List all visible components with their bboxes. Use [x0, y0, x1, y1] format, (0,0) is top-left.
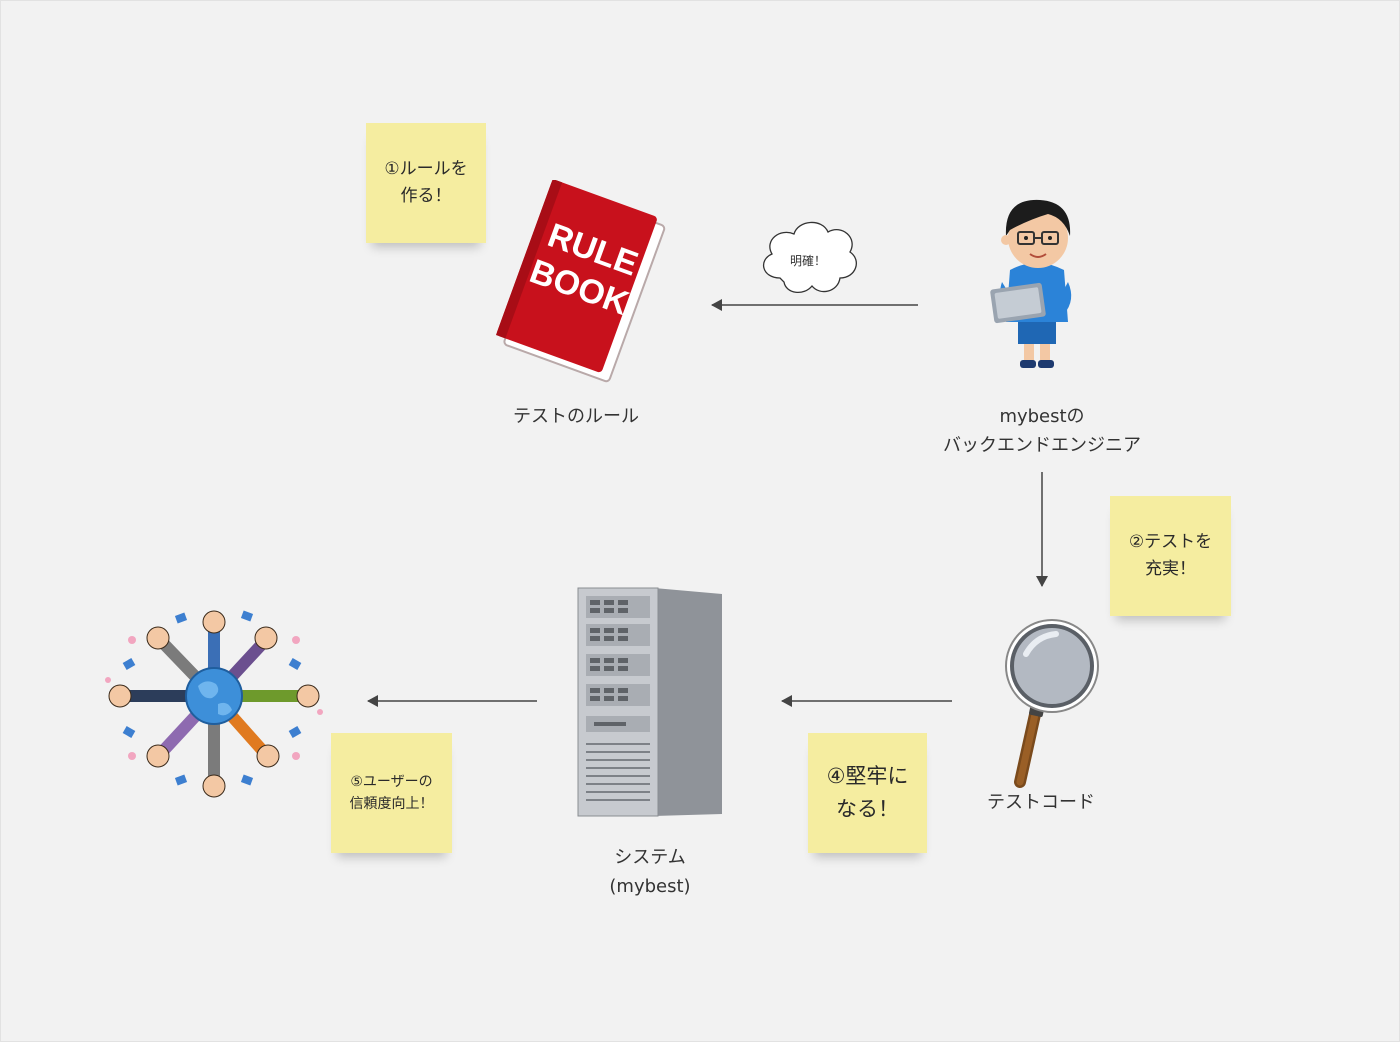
cloud-callout-text: 明確！ [789, 254, 826, 268]
engineer-icon[interactable] [988, 190, 1084, 372]
server-tower-icon[interactable] [574, 584, 726, 820]
rulebook-label: テストのルール [513, 406, 639, 427]
sticky-note-rules[interactable]: ①ルールを 作る！ [366, 123, 486, 243]
testcode-label: テストコード [987, 792, 1095, 813]
sticky-note-robust[interactable]: ④堅牢に なる！ [808, 733, 927, 853]
magnifying-glass-icon[interactable] [996, 614, 1106, 790]
rulebook-icon[interactable]: RULE BOOK [488, 180, 670, 392]
sticky-note-tests[interactable]: ②テストを 充実！ [1110, 496, 1231, 616]
engineer-label: mybestの バックエンドエンジニア [943, 406, 1141, 456]
users-around-globe-icon[interactable] [102, 600, 326, 810]
cloud-callout-shape[interactable] [756, 216, 862, 302]
system-label: システム (mybest) [609, 847, 691, 897]
sticky-note-trust[interactable]: ⑤ユーザーの 信頼度向上！ [331, 733, 452, 853]
